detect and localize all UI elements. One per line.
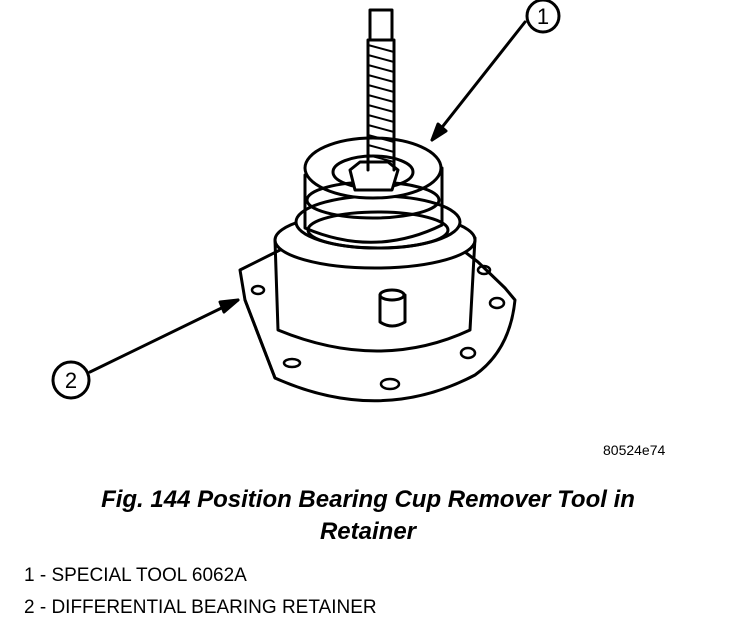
retainer-housing <box>273 236 477 353</box>
callout-2-label: 2 <box>65 368 77 393</box>
special-tool-cup <box>303 166 444 244</box>
bearing-tool-illustration: 1 2 <box>51 0 561 403</box>
callout-1-circle <box>525 0 561 34</box>
retainer-flange <box>238 243 517 403</box>
figure-code: 80524e74 <box>603 442 666 458</box>
figure-caption: Fig. 144 Position Bearing Cup Remover To… <box>0 484 736 548</box>
rod-hex-end <box>368 8 394 42</box>
flange-holes <box>250 264 506 391</box>
caption-line-2: Retainer <box>319 518 417 545</box>
leader-1 <box>430 20 527 142</box>
hex-nut <box>348 160 400 192</box>
caption-line-1: Fig. 144 Position Bearing Cup Remover To… <box>101 486 635 513</box>
housing-bolt <box>378 293 407 328</box>
callout-1-label: 1 <box>537 4 549 29</box>
legend-item: 2 - DIFFERENTIAL BEARING RETAINER <box>24 597 377 618</box>
legend: 1 - SPECIAL TOOL 6062A 2 - DIFFERENTIAL … <box>24 560 377 624</box>
leader-2 <box>88 298 240 374</box>
legend-item: 1 - SPECIAL TOOL 6062A <box>24 565 247 586</box>
callout-2-circle <box>51 360 91 400</box>
